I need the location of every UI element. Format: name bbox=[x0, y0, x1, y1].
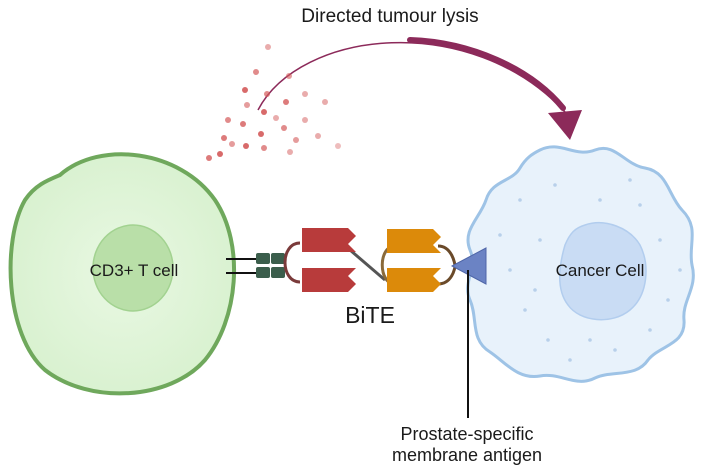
particle bbox=[253, 69, 259, 75]
particle bbox=[281, 125, 287, 131]
bite-molecule-icon: BiTE bbox=[283, 228, 457, 328]
granule bbox=[568, 358, 572, 362]
lysis-arrow bbox=[257, 37, 582, 140]
antigen-label-line2: membrane antigen bbox=[392, 445, 542, 465]
granule bbox=[628, 178, 632, 182]
t-cell-nucleus bbox=[92, 224, 174, 312]
particle bbox=[225, 117, 231, 123]
cancer-cell-label: Cancer Cell bbox=[556, 261, 645, 280]
particle bbox=[273, 115, 279, 121]
granule bbox=[598, 198, 602, 202]
particle bbox=[302, 117, 308, 123]
particle bbox=[265, 44, 271, 50]
granule bbox=[613, 348, 617, 352]
particle bbox=[315, 133, 321, 139]
granule bbox=[666, 298, 670, 302]
cancer-cell-granules bbox=[498, 178, 682, 362]
granule bbox=[523, 308, 527, 312]
title-label: Directed tumour lysis bbox=[301, 6, 478, 27]
arrow-head-icon bbox=[548, 110, 582, 140]
granule bbox=[648, 328, 652, 332]
particle bbox=[302, 91, 308, 97]
particle bbox=[261, 145, 267, 151]
granule bbox=[508, 268, 512, 272]
particle bbox=[258, 131, 264, 137]
cancer-cell: Cancer Cell bbox=[466, 145, 695, 383]
granule bbox=[638, 203, 642, 207]
t-cell-label: CD3+ T cell bbox=[90, 261, 179, 280]
particle bbox=[242, 87, 248, 93]
orange-domain-top bbox=[387, 229, 441, 253]
cd3-receptor-icon bbox=[226, 253, 285, 278]
particle bbox=[240, 121, 246, 127]
particle bbox=[286, 73, 292, 79]
granule bbox=[533, 288, 537, 292]
particle bbox=[221, 135, 227, 141]
granule bbox=[588, 338, 592, 342]
granule bbox=[518, 198, 522, 202]
particle bbox=[217, 151, 223, 157]
t-cell: CD3+ T cell bbox=[8, 152, 237, 396]
granule bbox=[546, 338, 550, 342]
particle bbox=[293, 137, 299, 143]
lysis-particles bbox=[206, 44, 341, 161]
cancer-cell-nucleus bbox=[559, 221, 647, 321]
particle bbox=[264, 91, 270, 97]
psma-antigen-icon bbox=[450, 247, 487, 418]
granule bbox=[498, 233, 502, 237]
particle bbox=[287, 149, 293, 155]
granule bbox=[658, 238, 662, 242]
particle bbox=[283, 99, 289, 105]
red-domain-bottom bbox=[302, 268, 356, 292]
particle bbox=[335, 143, 341, 149]
bite-label: BiTE bbox=[345, 302, 395, 328]
particle bbox=[206, 155, 212, 161]
granule bbox=[553, 183, 557, 187]
particle bbox=[261, 109, 267, 115]
antigen-label-line1: Prostate-specific bbox=[400, 424, 533, 444]
orange-domain-bottom bbox=[387, 268, 441, 292]
particle bbox=[229, 141, 235, 147]
red-domain-top bbox=[302, 228, 356, 252]
particle bbox=[243, 143, 249, 149]
granule bbox=[678, 268, 682, 272]
granule bbox=[538, 238, 542, 242]
particle bbox=[322, 99, 328, 105]
particle bbox=[244, 102, 250, 108]
